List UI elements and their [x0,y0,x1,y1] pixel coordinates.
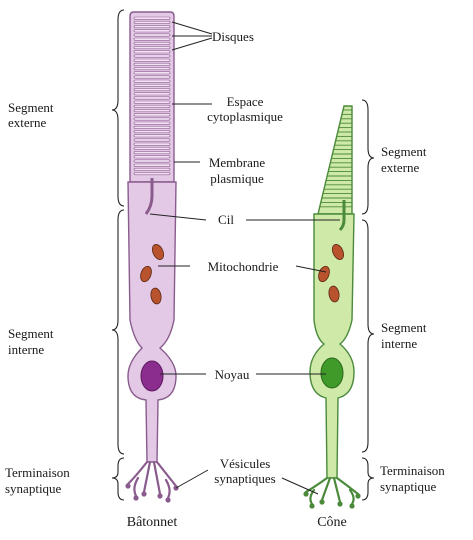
cone-inner-segment [310,214,354,478]
left-brace-outer-segment [112,10,124,206]
rod-disk [134,109,170,111]
label-membrane-line2: plasmique [210,171,263,186]
rod-disk [134,21,170,23]
right-braces [362,100,374,500]
rod-disk [134,168,170,170]
rod-disk [134,126,170,128]
left-label-terminaison-line2: synaptique [5,481,61,496]
left-label-segment-interne-line2: interne [8,342,44,357]
leader-lines [150,22,340,494]
caption-cone: Cône [317,515,347,530]
rod-disk [134,172,170,174]
right-label-terminaison-line1: Terminaison [380,463,445,478]
cone-synaptic-vesicle [319,499,324,504]
left-label-segment-interne-line1: Segment [8,326,54,341]
rod-disk [134,130,170,132]
rod-disk [134,88,170,90]
leader-disques [172,22,212,50]
label-espace-line2: cytoplasmique [207,109,283,124]
rod-synaptic-terminal [128,462,176,498]
rod-disk [134,34,170,36]
cone-synaptic-vesicle [337,501,342,506]
left-label-segment-externe-line1: Segment [8,100,54,115]
cone-synaptic-vesicle [303,491,308,496]
rod-disk [134,118,170,120]
rod-cell [125,12,178,503]
label-mitochondrie: Mitochondrie [208,259,279,274]
rod-disk [134,122,170,124]
rod-disk [134,143,170,145]
rod-disk [134,160,170,162]
rod-disk [134,151,170,153]
right-label-segment-externe-line2: externe [381,160,419,175]
rod-disk [134,51,170,53]
right-label-segment-externe-line1: Segment [381,144,427,159]
rod-disk [134,93,170,95]
rod-inner-segment [128,182,176,462]
rod-disk [134,67,170,69]
rod-disk [134,55,170,57]
right-brace-inner-segment [362,220,374,452]
rod-disk [134,17,170,19]
cone-cell [303,106,360,509]
left-label-segment-externe-line2: externe [8,115,46,130]
label-noyau: Noyau [215,367,250,382]
rod-disk [134,42,170,44]
rod-disk [134,72,170,74]
left-brace-synaptic-terminal [112,458,124,500]
cone-synaptic-terminal [306,478,358,504]
right-brace-synaptic-terminal [362,458,374,500]
cone-synaptic-vesicle [349,503,354,508]
left-label-terminaison-line1: Terminaison [5,465,70,480]
label-disques: Disques [212,29,254,44]
cone-nucleus [321,358,343,388]
rod-disk [134,76,170,78]
rod-disk [134,63,170,65]
rod-synaptic-vesicle [165,497,170,502]
right-label-segment-interne-line2: interne [381,336,417,351]
rod-disk [134,114,170,116]
rod-synaptic-vesicle [157,493,162,498]
rod-synaptic-vesicle [133,495,138,500]
rod-disk [134,101,170,103]
right-label-segment-interne-line1: Segment [381,320,427,335]
cone-synaptic-vesicle [355,493,360,498]
rod-disk [134,38,170,40]
cone-synaptic-vesicle [309,503,314,508]
rod-disk [134,46,170,48]
label-espace-line1: Espace [227,94,264,109]
rod-disk [134,59,170,61]
rod-disk [134,80,170,82]
rod-disk [134,97,170,99]
label-vesicules-line2: synaptiques [214,471,275,486]
rod-synaptic-vesicle [141,491,146,496]
right-label-terminaison-line2: synaptique [380,479,436,494]
left-braces [112,10,124,500]
left-brace-inner-segment [112,210,124,454]
caption-rod: Bâtonnet [127,515,178,530]
rod-synaptic-vesicle [125,483,130,488]
rod-disk [134,135,170,137]
rod-disk [134,164,170,166]
rod-nucleus [141,361,163,391]
right-brace-outer-segment [362,100,374,214]
rod-disk [134,105,170,107]
label-membrane-line1: Membrane [209,155,265,170]
label-vesicules-line1: Vésicules [220,456,271,471]
rod-disk [134,147,170,149]
label-cil: Cil [218,212,234,227]
rod-disk [134,156,170,158]
rod-disk [134,25,170,27]
rod-disk [134,139,170,141]
leader-cil [150,214,340,220]
rod-disk [134,84,170,86]
rod-disk [134,30,170,32]
